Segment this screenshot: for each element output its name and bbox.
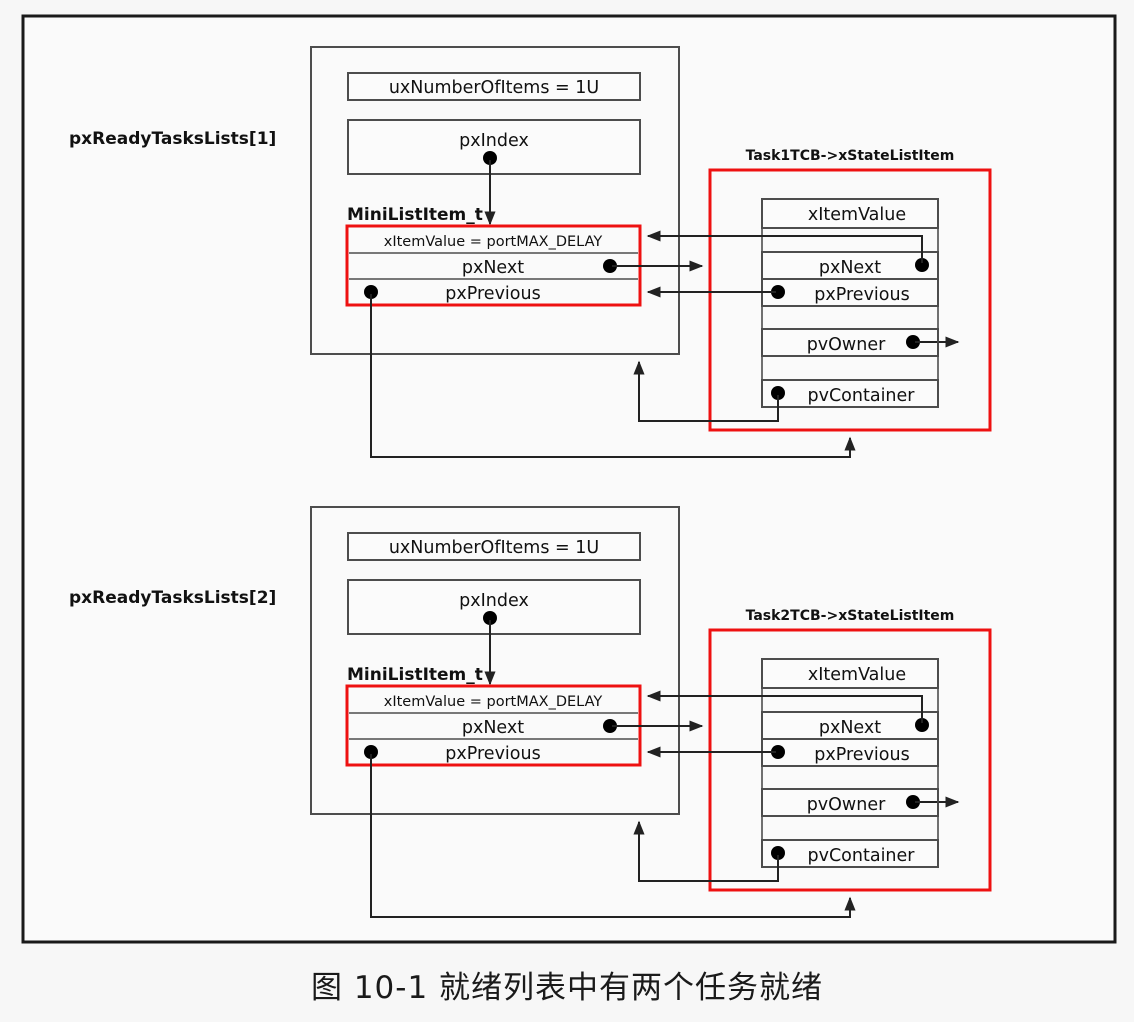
conn-tcb-next-to-mini-1: [646, 230, 923, 263]
conn-tcb-container-to-list-1: [633, 360, 779, 422]
list-label-1: pxReadyTasksLists[1]: [69, 129, 276, 149]
tcb-px-previous-dot-2: [771, 745, 785, 759]
mini-list-item-struct-label-1: MiniListItem_t: [347, 205, 483, 225]
list-container-1: [310, 46, 680, 355]
px-index-label-2: pxIndex: [459, 591, 529, 611]
tcb-px-next-box-2: [761, 711, 939, 740]
figure-caption: 图 10-1 就绪列表中有两个任务就绪: [310, 970, 824, 1006]
conn-mini-prev-to-tcb-2: [370, 754, 856, 918]
tcb-pv-container-dot-2: [771, 846, 785, 860]
tcb-x-item-value-label-1: xItemValue: [808, 205, 906, 225]
px-index-box-1: [347, 119, 641, 175]
tcb-pv-owner-dot-1: [906, 335, 920, 349]
px-index-pointer-dot-1: [483, 151, 497, 165]
tcb-title-2: Task2TCB->xStateListItem: [746, 608, 955, 624]
tcb-pv-container-label-1: pvContainer: [808, 386, 916, 406]
mini-px-next-label-1: pxNext: [462, 258, 524, 278]
tcb-px-previous-box-1: [761, 278, 939, 307]
mini-px-previous-dot-1: [364, 285, 378, 299]
tcb-box-2: [708, 628, 992, 892]
conn-tcb-next-to-mini-2: [646, 690, 923, 723]
conn-mini-prev-to-tcb-1: [370, 294, 856, 458]
tcb-px-previous-dot-1: [771, 285, 785, 299]
tcb-pv-container-label-2: pvContainer: [808, 846, 916, 866]
mini-px-previous-label-1: pxPrevious: [445, 284, 540, 304]
mini-px-previous-dot-2: [364, 745, 378, 759]
mini-px-next-label-2: pxNext: [462, 718, 524, 738]
tcb-x-item-value-box-1: [761, 198, 939, 229]
conn-tcb-container-to-list-2: [633, 820, 779, 882]
mini-px-next-dot-1: [603, 259, 617, 273]
tcb-px-next-box-1: [761, 251, 939, 280]
tcb-pv-owner-label-1: pvOwner: [807, 335, 886, 355]
mini-x-item-value-label-1: xItemValue = portMAX_DELAY: [384, 234, 603, 250]
tcb-px-next-label-1: pxNext: [819, 258, 881, 278]
ux-number-of-items-label-2: uxNumberOfItems = 1U: [389, 538, 599, 558]
tcb-px-next-dot-2: [915, 718, 929, 732]
tcb-pv-container-dot-1: [771, 386, 785, 400]
ux-number-of-items-box-1: [347, 72, 641, 101]
tcb-px-previous-label-2: pxPrevious: [814, 745, 909, 765]
tcb-pv-container-box-1: [761, 379, 939, 408]
px-index-label-1: pxIndex: [459, 131, 529, 151]
tcb-x-item-value-label-2: xItemValue: [808, 665, 906, 685]
list-label-2: pxReadyTasksLists[2]: [69, 588, 276, 608]
tcb-px-next-label-2: pxNext: [819, 718, 881, 738]
ux-number-of-items-box-2: [347, 532, 641, 561]
mini-px-next-dot-2: [603, 719, 617, 733]
block-2-group: pxReadyTasksLists[2] uxNumberOfItems = 1…: [69, 506, 992, 918]
tcb-box-1: [708, 168, 992, 432]
block-1-group: pxReadyTasksLists[1] uxNumberOfItems = 1…: [69, 46, 992, 458]
tcb-pv-owner-dot-2: [906, 795, 920, 809]
ux-number-of-items-label-1: uxNumberOfItems = 1U: [389, 78, 599, 98]
px-index-pointer-dot-2: [483, 611, 497, 625]
px-index-box-2: [347, 579, 641, 635]
tcb-px-next-dot-1: [915, 258, 929, 272]
mini-list-item-struct-label-2: MiniListItem_t: [347, 665, 483, 685]
mini-x-item-value-label-2: xItemValue = portMAX_DELAY: [384, 694, 603, 710]
list-container-2: [310, 506, 680, 815]
tcb-px-previous-label-1: pxPrevious: [814, 285, 909, 305]
tcb-title-1: Task1TCB->xStateListItem: [746, 148, 955, 164]
tcb-x-item-value-box-2: [761, 658, 939, 689]
mini-px-previous-label-2: pxPrevious: [445, 744, 540, 764]
tcb-pv-owner-label-2: pvOwner: [807, 795, 886, 815]
